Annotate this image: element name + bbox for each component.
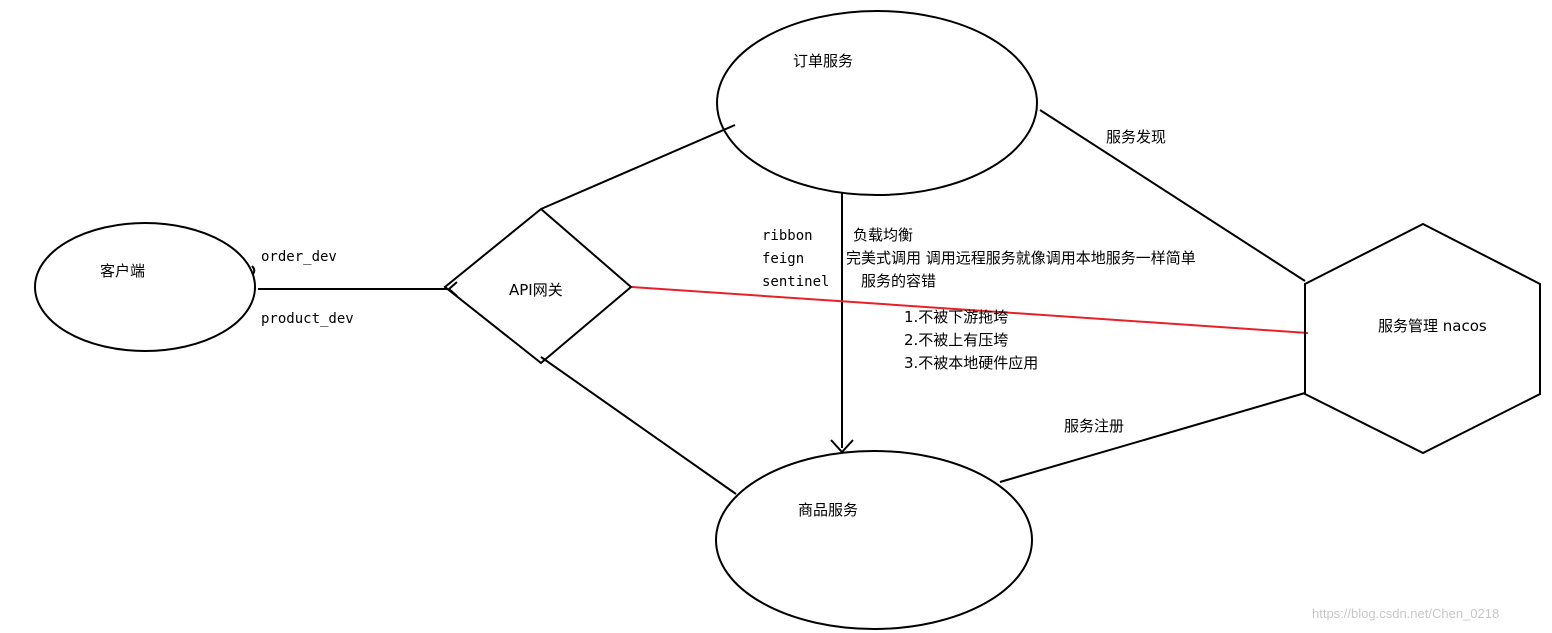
component-name-ribbon: ribbon [762,228,813,244]
product-service-label: 商品服务 [798,501,858,519]
component-name-feign: feign [762,251,804,267]
nacos-label: 服务管理 nacos [1378,317,1487,335]
edge-order-nacos-discovery [1039,109,1306,282]
component-desc-feign: 完美式调用 调用远程服务就像调用本地服务一样简单 [846,249,1196,267]
sentinel-point-2: 2.不被上有压垮 [904,331,1008,349]
edge-gateway-product [540,356,737,495]
client-label: 客户端 [100,262,145,280]
client-node [34,222,256,352]
nacos-node [1304,222,1541,455]
order-service-label: 订单服务 [793,52,853,70]
service-discovery-label: 服务发现 [1106,128,1166,146]
sentinel-point-1: 1.不被下游拖垮 [904,308,1008,326]
gateway-label: API网关 [509,281,563,299]
component-desc-sentinel: 服务的容错 [861,272,936,290]
component-name-sentinel: sentinel [762,274,829,290]
order-service-node [716,10,1038,196]
watermark-text: https://blog.csdn.net/Chen_0218 [1312,606,1499,621]
component-desc-ribbon: 负载均衡 [853,226,913,244]
gateway-node [443,207,633,365]
product-service-node [715,450,1033,630]
edge-product-nacos-register [999,392,1306,483]
product-dev-label: product_dev [261,311,354,327]
order-dev-label: order_dev [261,249,337,265]
service-register-label: 服务注册 [1064,417,1124,435]
edge-gateway-order [540,124,736,210]
edge-gateway-nacos-red [631,286,1309,334]
sentinel-point-3: 3.不被本地硬件应用 [904,354,1038,372]
